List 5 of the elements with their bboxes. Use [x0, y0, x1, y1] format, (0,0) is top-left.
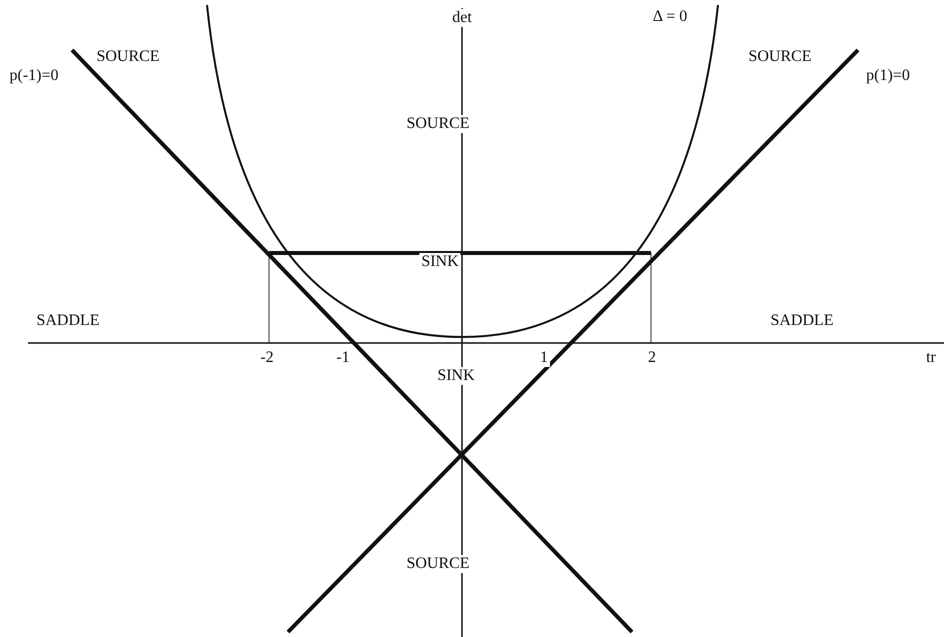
curve-label: p(1)=0: [864, 67, 912, 85]
curve-label: p(-1)=0: [8, 67, 60, 85]
axis-label: det: [450, 9, 474, 27]
region-label: SINK: [435, 367, 477, 385]
tick-label: 1: [538, 349, 550, 367]
